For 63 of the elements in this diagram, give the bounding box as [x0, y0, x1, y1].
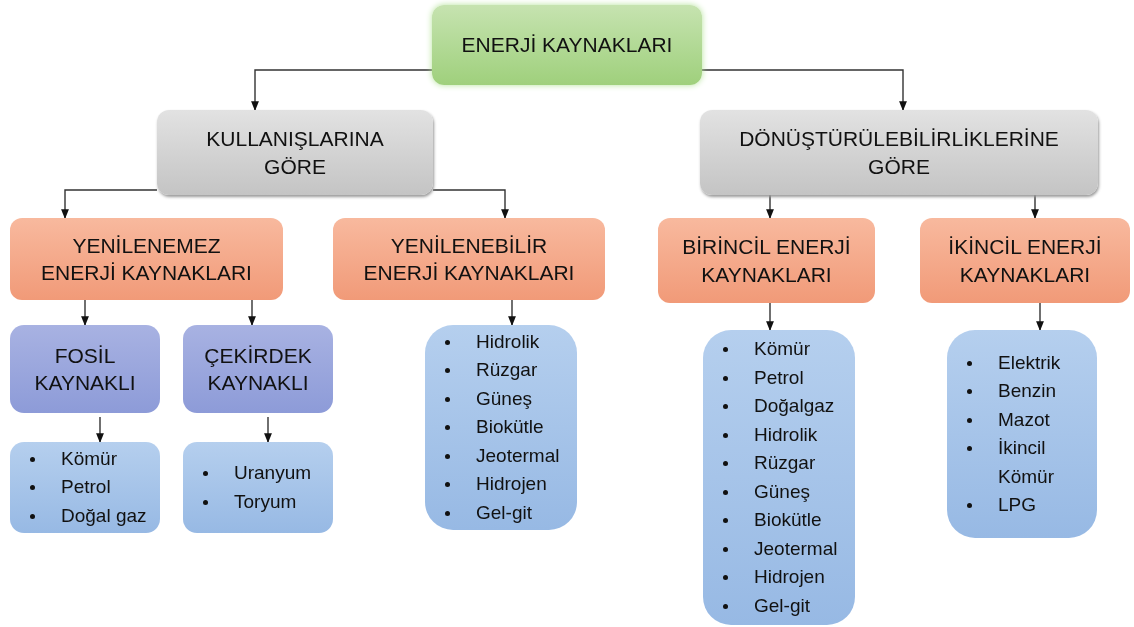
list-item: Doğalgaz [754, 394, 835, 418]
list-item: Uranyum [234, 461, 312, 485]
arrow [766, 302, 774, 331]
box-label: FOSİL KAYNAKLI [33, 342, 137, 396]
list-item: Kömür [61, 446, 117, 471]
list-item: Petrol [61, 475, 111, 500]
arrow [264, 416, 272, 443]
list-item: Rüzgar [754, 451, 816, 475]
subtype-box [183, 325, 333, 413]
arrow [508, 299, 516, 326]
list-item: LPG [998, 493, 1037, 517]
box-label: ÇEKİRDEK KAYNAKLI [203, 342, 313, 396]
list-item: Rüzgar [476, 358, 538, 383]
list-item: Jeotermal [754, 536, 838, 561]
list-box [703, 330, 855, 625]
arrow [432, 189, 509, 219]
subtype-box [10, 325, 160, 413]
list-item: İkincil Kömür [998, 436, 1055, 489]
type-box [658, 218, 875, 303]
box-label: YENİLENEBİLİR ENERJİ KAYNAKLARI [362, 232, 576, 286]
root-box [432, 5, 702, 85]
type-box [10, 218, 283, 300]
list-item: Hidrolik [476, 329, 540, 354]
list-item: Güneş [476, 386, 532, 411]
list-item: Benzin [998, 379, 1057, 403]
list-item: Hidrolik [754, 422, 818, 447]
arrow [96, 416, 104, 443]
list-box [183, 442, 333, 533]
list-item: Hidrojen [476, 472, 547, 497]
box-label: KULLANIŞLARINA GÖRE [205, 126, 385, 180]
list-item: Elektrik [998, 350, 1061, 375]
list-item: Gel-git [476, 500, 532, 525]
list-item: Petrol [754, 365, 804, 390]
category-box [700, 110, 1098, 195]
list-item: Doğal gaz [61, 503, 147, 528]
list-item: Güneş [754, 479, 810, 504]
arrow [81, 299, 89, 326]
arrow [61, 189, 158, 219]
type-box [920, 218, 1130, 303]
box-label: BİRİNCİL ENERJİ KAYNAKLARI [681, 234, 852, 288]
arrow [251, 69, 433, 111]
box-label: DÖNÜŞTÜRÜLEBİLİRLİKLERİNE GÖRE [738, 126, 1060, 180]
list-item: Biokütle [754, 508, 822, 532]
arrow [701, 69, 907, 111]
type-box [333, 218, 605, 300]
list-box [947, 330, 1097, 538]
list-item: Kömür [754, 337, 810, 361]
list-box [10, 442, 160, 533]
box-label: YENİLENEMEZ ENERJİ KAYNAKLARI [40, 232, 253, 286]
list-item: Mazot [998, 407, 1050, 432]
list-item: Biokütle [476, 415, 544, 440]
arrow [1031, 194, 1039, 219]
list-item: Toryum [234, 489, 297, 514]
list-item: Gel-git [754, 593, 810, 618]
arrow [766, 194, 774, 219]
box-label: ENERJİ KAYNAKLARI [461, 32, 673, 59]
arrow [1036, 302, 1044, 331]
category-box [157, 110, 433, 195]
box-label: İKİNCİL ENERJİ KAYNAKLARI [947, 234, 1103, 288]
arrow [248, 299, 256, 326]
list-item: Hidrojen [754, 565, 825, 589]
list-item: Jeotermal [476, 443, 560, 468]
list-box [425, 325, 577, 530]
